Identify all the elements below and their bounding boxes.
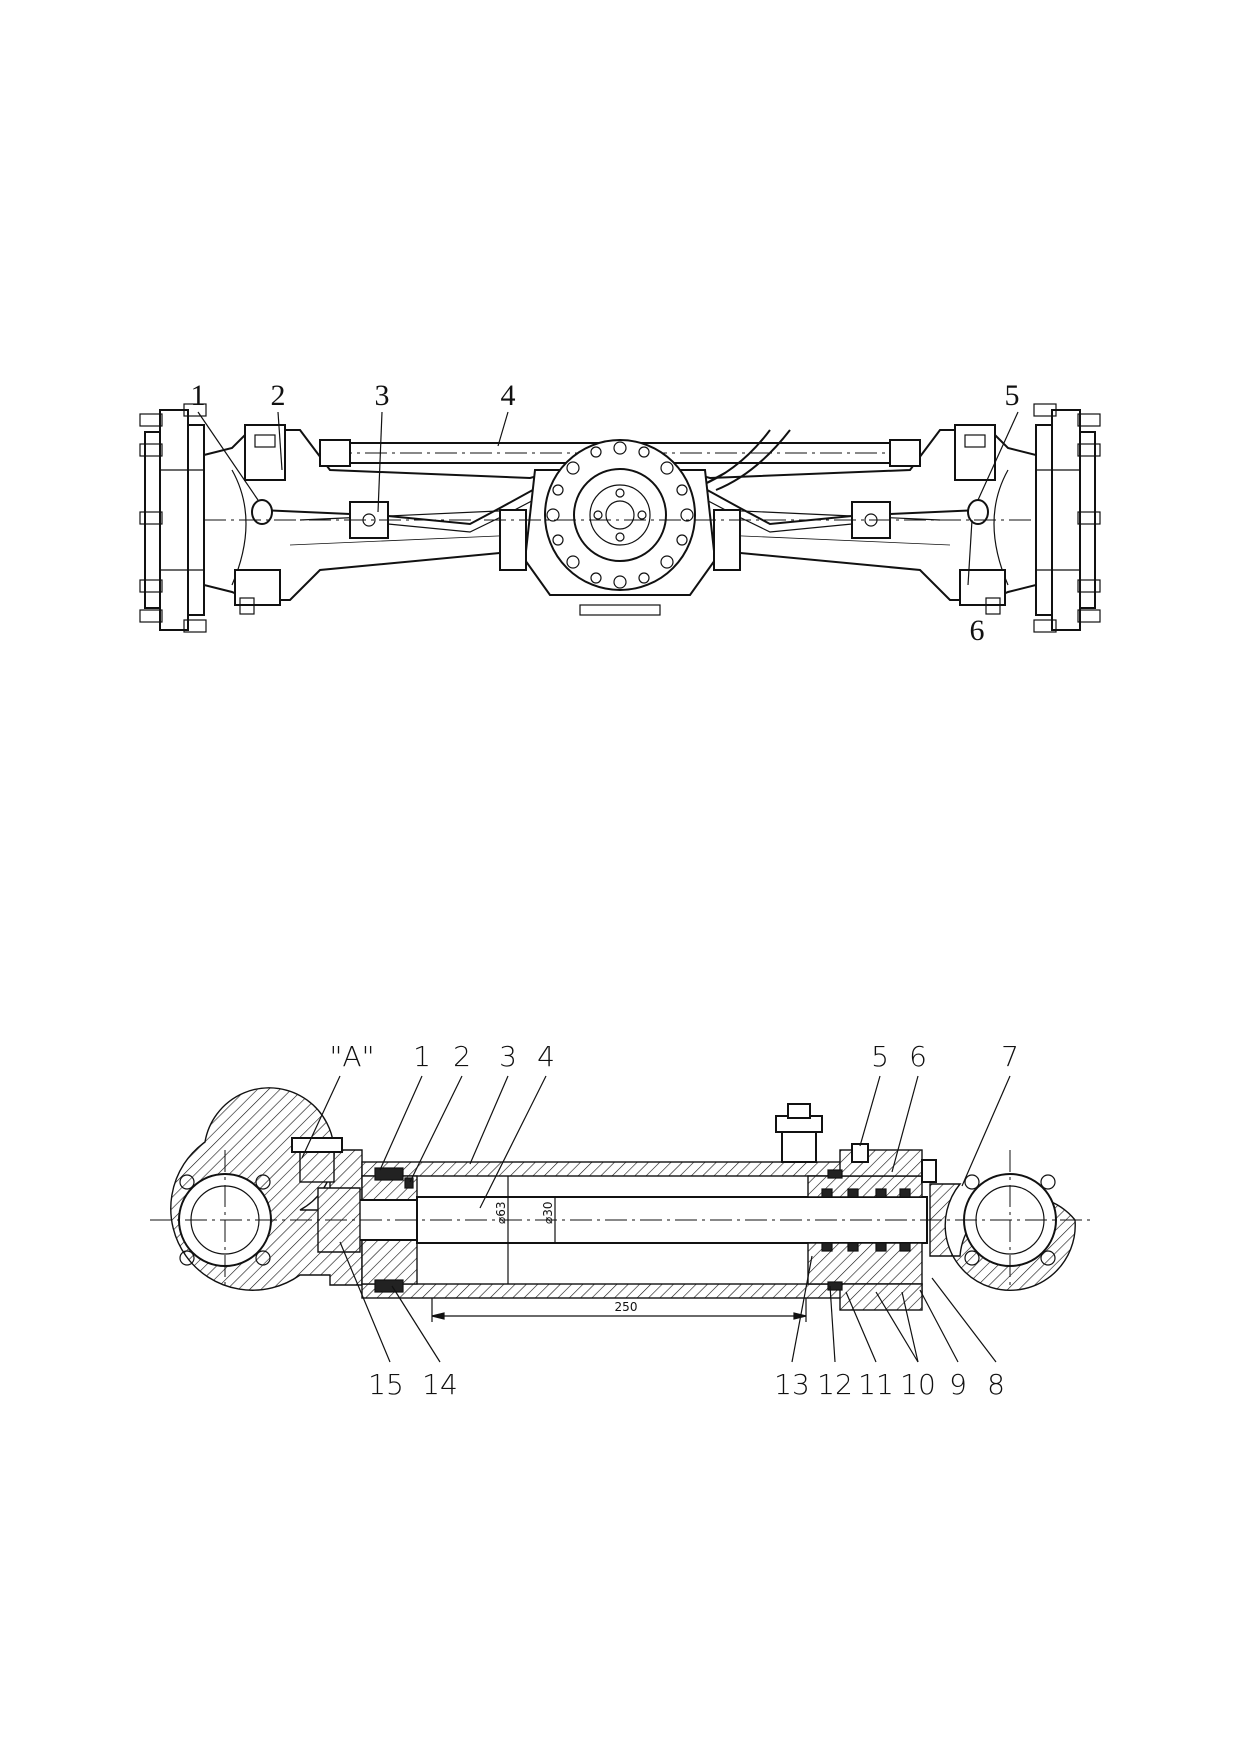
right-hub [1033, 403, 1101, 633]
hydraulic-port [775, 1103, 869, 1163]
cyl-callout-7: 7 [1001, 1040, 1019, 1073]
right-rod-eye [929, 1173, 1076, 1291]
cyl-callout-3: 3 [499, 1040, 517, 1073]
cyl-callout-6: 6 [909, 1040, 927, 1073]
cyl-callout-5: 5 [871, 1040, 889, 1073]
axle-assembly-view: 1 2 3 4 5 6 [139, 379, 1101, 647]
cyl-callout-12: 12 [817, 1368, 853, 1401]
cyl-view-label: "A" [330, 1040, 375, 1073]
rod-diameter-label: ⌀30 [541, 1202, 555, 1225]
axle-callout-5: 5 [1005, 379, 1020, 412]
cyl-callout-13: 13 [774, 1368, 810, 1401]
dimension-lines [431, 1176, 807, 1322]
cyl-callout-15: 15 [368, 1368, 404, 1401]
axle-callout-6: 6 [970, 614, 985, 647]
left-hub [139, 403, 207, 633]
cyl-callout-1: 1 [413, 1040, 431, 1073]
cyl-callout-14: 14 [422, 1368, 458, 1401]
hydraulic-cylinder-section: ⌀63 ⌀30 250 "A" 1 2 3 4 5 [150, 1040, 1090, 1401]
axle-callout-1: 1 [191, 379, 206, 412]
axle-leader-lines [197, 411, 1019, 586]
cyl-callout-9: 9 [949, 1368, 967, 1401]
cyl-callout-2: 2 [453, 1040, 471, 1073]
cyl-callout-10: 10 [900, 1368, 936, 1401]
cyl-callout-4: 4 [537, 1040, 555, 1073]
cyl-callout-11: 11 [858, 1368, 894, 1401]
bore-diameter-label: ⌀63 [494, 1202, 508, 1225]
axle-callout-2: 2 [271, 379, 286, 412]
axle-callout-3: 3 [375, 379, 390, 412]
cyl-callout-8: 8 [987, 1368, 1005, 1401]
axle-callout-4: 4 [501, 379, 516, 412]
stroke-length-label: 250 [615, 1300, 638, 1314]
cylinder-leader-lines [301, 1075, 1011, 1363]
differential-housing [499, 439, 741, 616]
